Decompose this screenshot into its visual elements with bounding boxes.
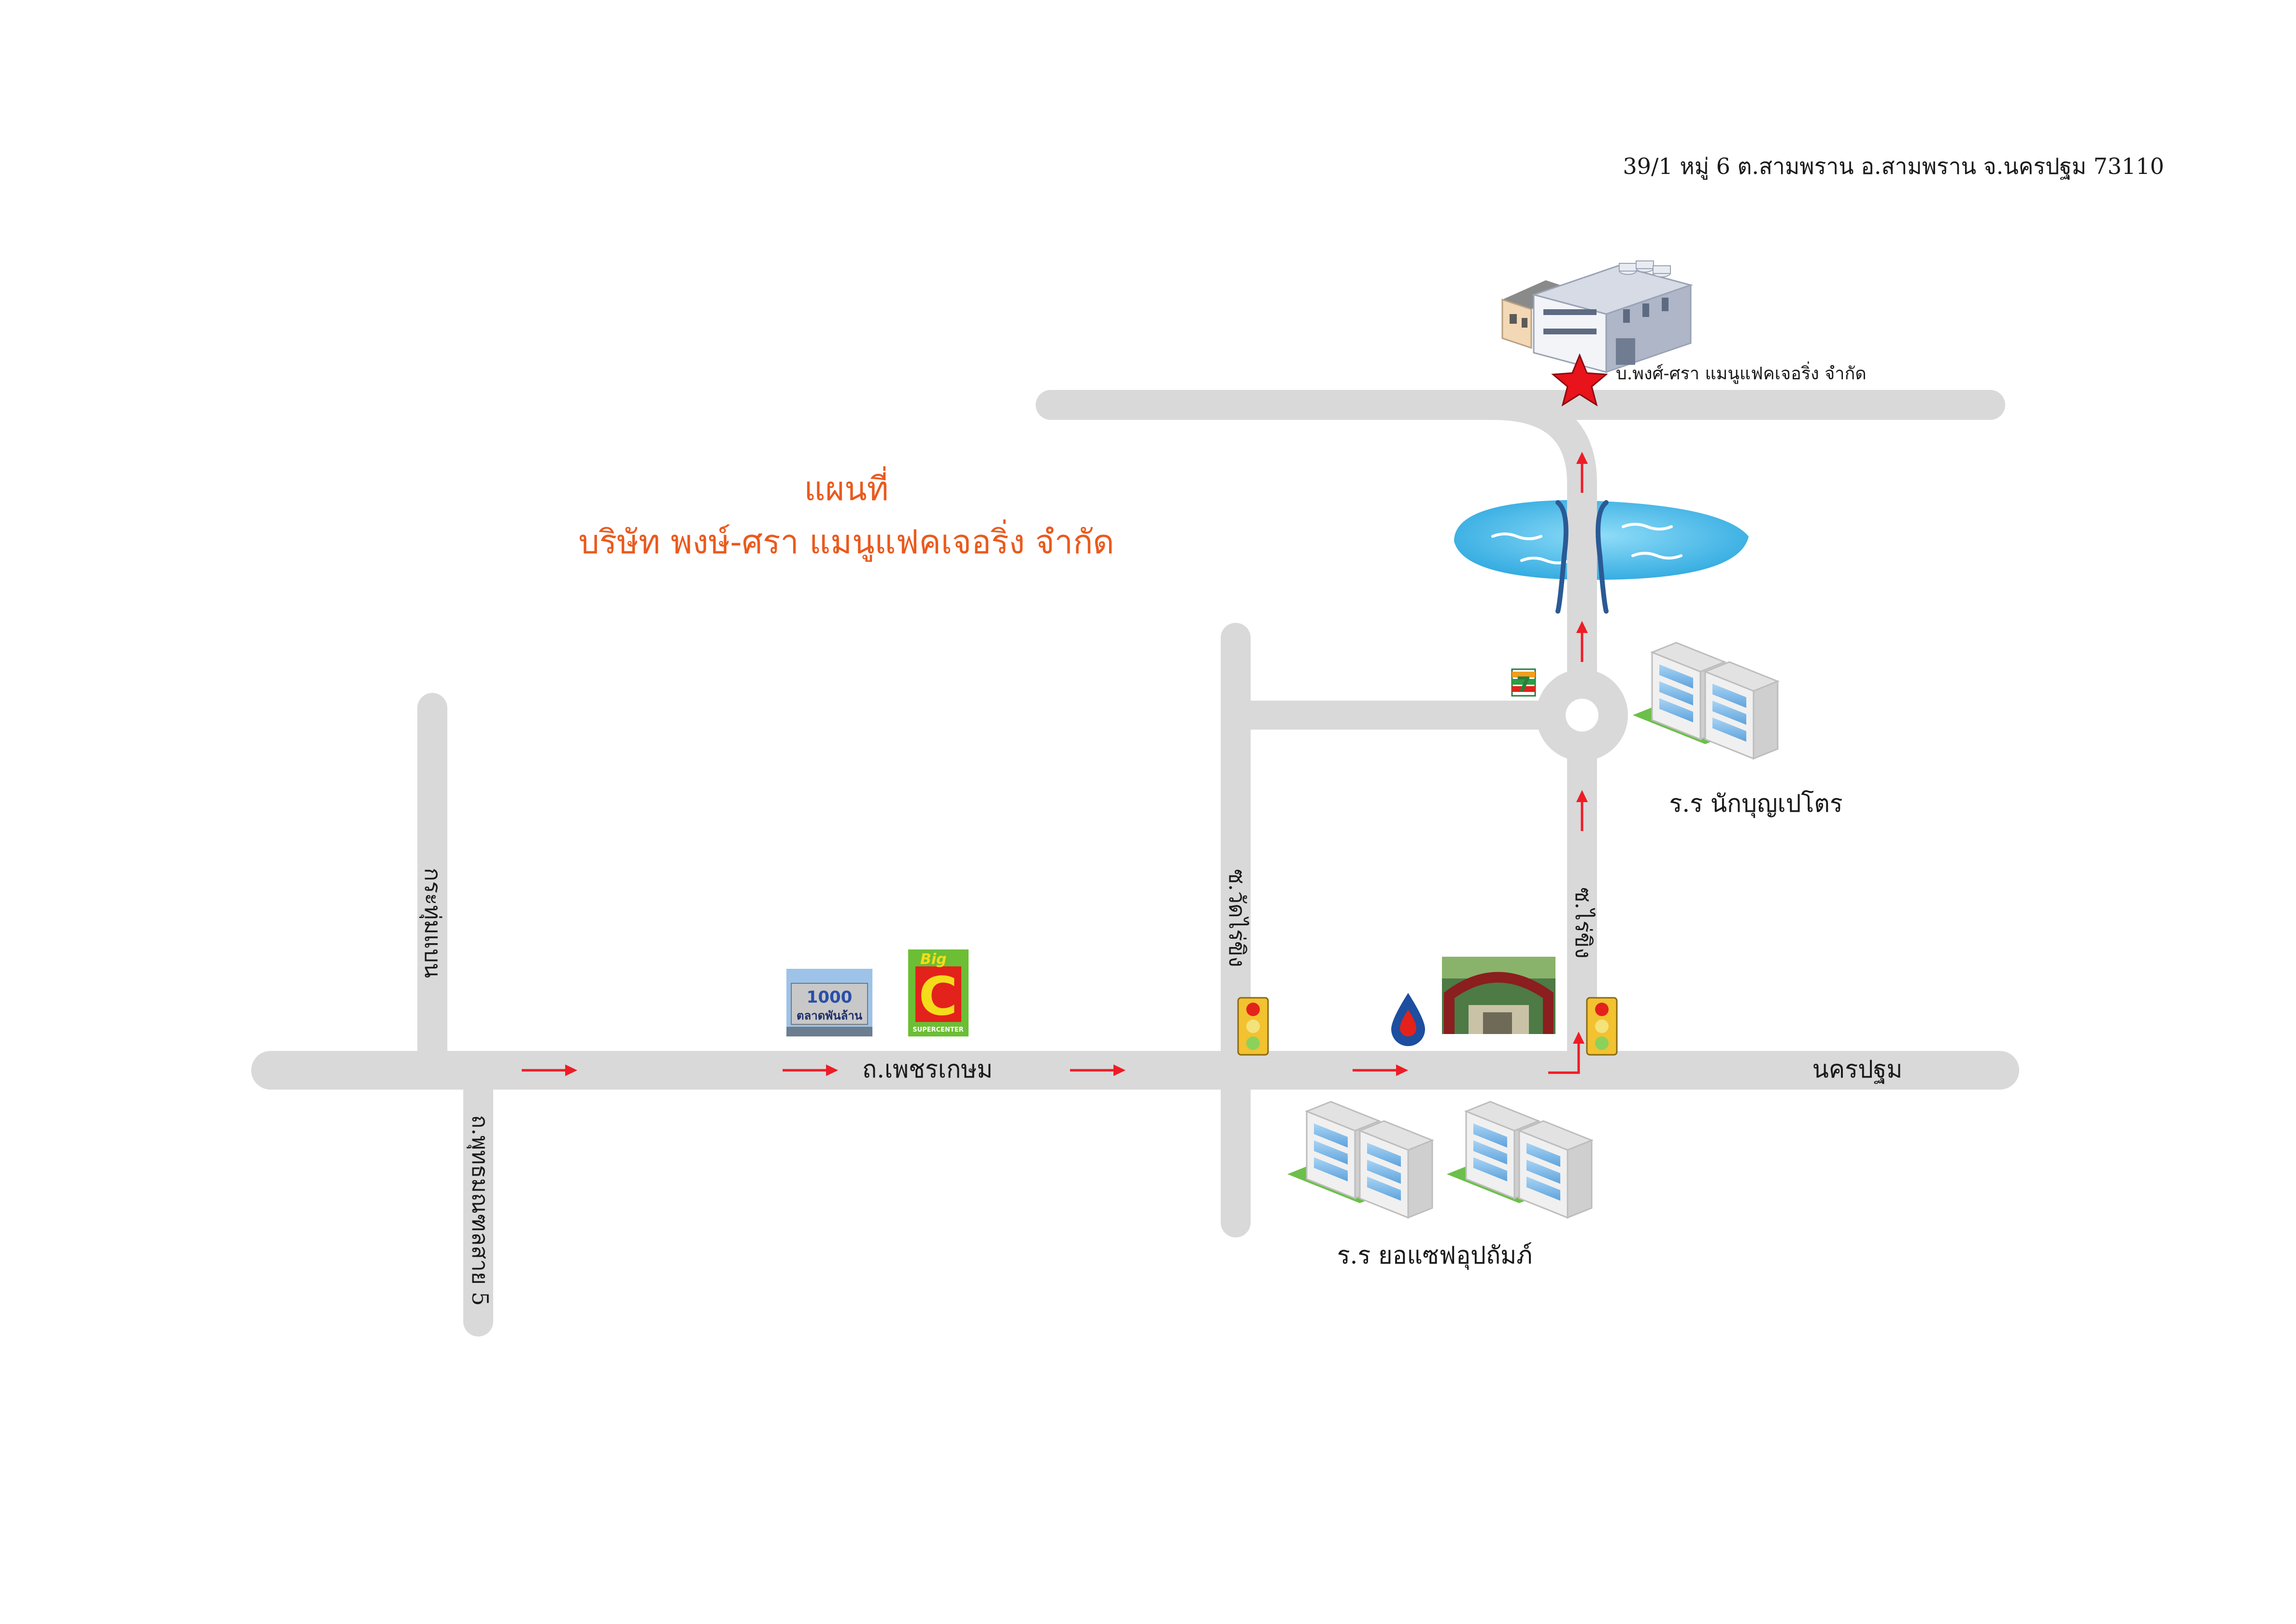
map-title-line1: แผนที่ (804, 466, 889, 508)
road-label-krathum-baen: กระทุ่มแบน (419, 868, 446, 978)
gas-station-icon (1391, 993, 1425, 1046)
bigc-top-text: Big (920, 951, 947, 968)
school-gate-photo (1442, 957, 1555, 1034)
school-label-peter: ร.ร นักบุญเปโตร (1669, 790, 1842, 818)
bridge-rails (1555, 500, 1609, 614)
river (1454, 500, 1749, 580)
destination-label: บ.พงศ์-ศรา แมนูแฟคเจอริ่ง จำกัด (1616, 361, 1867, 384)
traffic-light-icon (1237, 997, 1269, 1056)
seven-eleven-icon: 7 (1511, 668, 1536, 697)
school-label-joseph: ร.ร ยอแซฟอุปถัมภ์ (1337, 1241, 1532, 1270)
destination-star-icon (1551, 353, 1608, 407)
bigc-sub-text: SUPERCENTER (913, 1026, 963, 1034)
bigc-letter: C (919, 965, 958, 1027)
factory-icon (1501, 260, 1694, 374)
route-arrows (522, 452, 1588, 1076)
road-label-phutthamonthon: ถ.พุทธมณฑลสาย 5 (466, 1115, 493, 1306)
address-text: 39/1 หมู่ 6 ต.สามพราน อ.สามพราน จ.นครปฐม… (1623, 153, 2165, 180)
market-sign-text: ตลาดพันล้าน (797, 1009, 863, 1022)
school-building-icon (1446, 1101, 1593, 1219)
map-title-line2: บริษัท พงษ์-ศรา แมนูแฟคเจอริ่ง จำกัด (578, 519, 1114, 562)
road-label-wat-rai-khing: ซ.วัดไร่ขิง (1224, 869, 1250, 967)
seven-eleven-label: 7 (1516, 673, 1531, 697)
road-label-soi-rai-khing: ซ.ไร่ขิง (1570, 887, 1597, 959)
bigc-logo: Big C SUPERCENTER (908, 949, 969, 1036)
market-sign-number: 1000 (807, 988, 853, 1007)
market-sign-photo: 1000 ตลาดพันล้าน (786, 969, 872, 1036)
road-curve (1478, 390, 1597, 498)
road-label-nakhon-pathom: นครปฐม (1812, 1055, 1903, 1084)
traffic-light-icon (1586, 997, 1618, 1056)
roundabout (1536, 669, 1628, 761)
road-label-phetkasem: ถ.เพชรเกษม (862, 1055, 993, 1083)
school-building-icon (1632, 642, 1779, 760)
school-building-icon (1286, 1101, 1433, 1219)
bridge-deck (1567, 498, 1597, 614)
